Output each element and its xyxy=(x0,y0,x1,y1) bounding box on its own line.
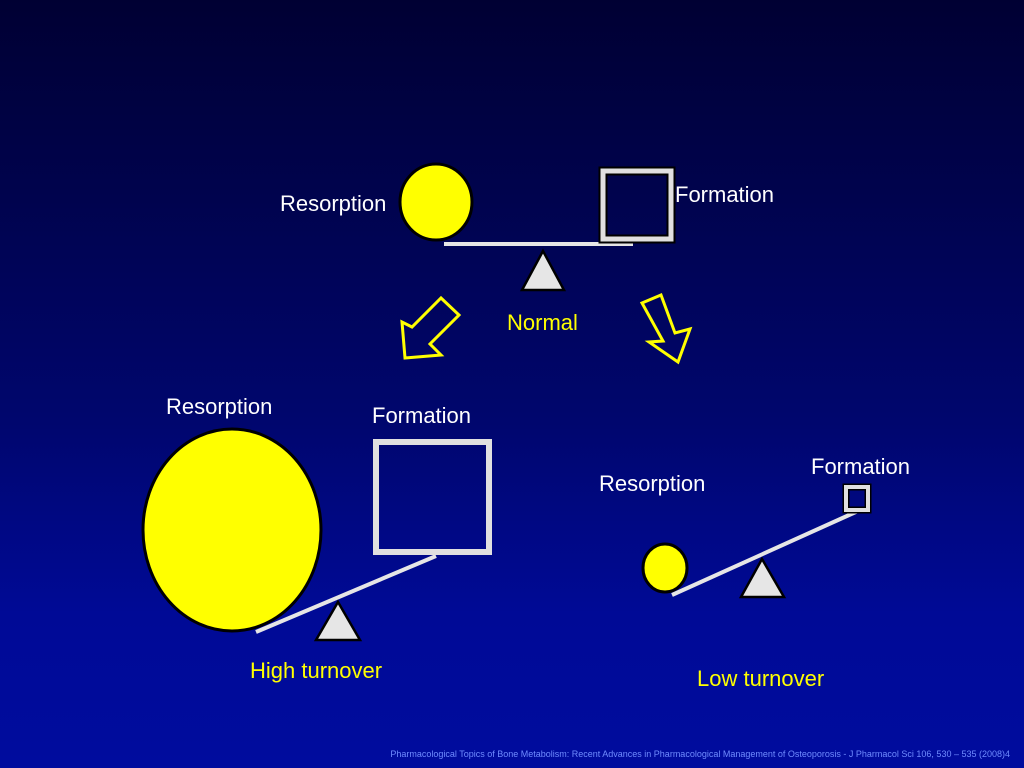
high-formation-square xyxy=(373,439,492,555)
arrow-to-low-turnover xyxy=(639,293,693,365)
normal-balance xyxy=(398,162,676,292)
low-resorption-circle xyxy=(641,542,689,594)
high-turnover-caption: High turnover xyxy=(250,658,383,683)
low-turnover-balance xyxy=(641,483,872,599)
normal-resorption-label: Resorption xyxy=(280,191,387,216)
low-formation-square xyxy=(842,483,872,514)
normal-formation-label: Formation xyxy=(675,182,775,207)
normal-caption: Normal xyxy=(507,310,578,335)
down-left-arrow-icon xyxy=(400,295,462,360)
low-formation-label: Formation xyxy=(811,454,911,479)
high-resorption-label: Resorption xyxy=(166,394,273,419)
arrow-to-high-turnover xyxy=(400,295,462,360)
low-resorption-label: Resorption xyxy=(599,471,706,496)
low-fulcrum-triangle xyxy=(738,556,787,599)
high-fulcrum-triangle xyxy=(313,599,363,642)
down-right-arrow-icon xyxy=(639,293,693,365)
citation-footer: Pharmacological Topics of Bone Metabolis… xyxy=(390,749,1010,759)
low-turnover-caption: Low turnover xyxy=(697,666,825,691)
high-turnover-balance xyxy=(141,427,492,642)
high-formation-label: Formation xyxy=(372,403,472,428)
normal-fulcrum-triangle xyxy=(519,248,567,292)
high-beam xyxy=(255,554,437,634)
low-beam xyxy=(671,509,859,597)
normal-resorption-circle xyxy=(398,162,474,242)
normal-formation-square xyxy=(598,166,676,244)
high-resorption-circle xyxy=(141,427,323,633)
